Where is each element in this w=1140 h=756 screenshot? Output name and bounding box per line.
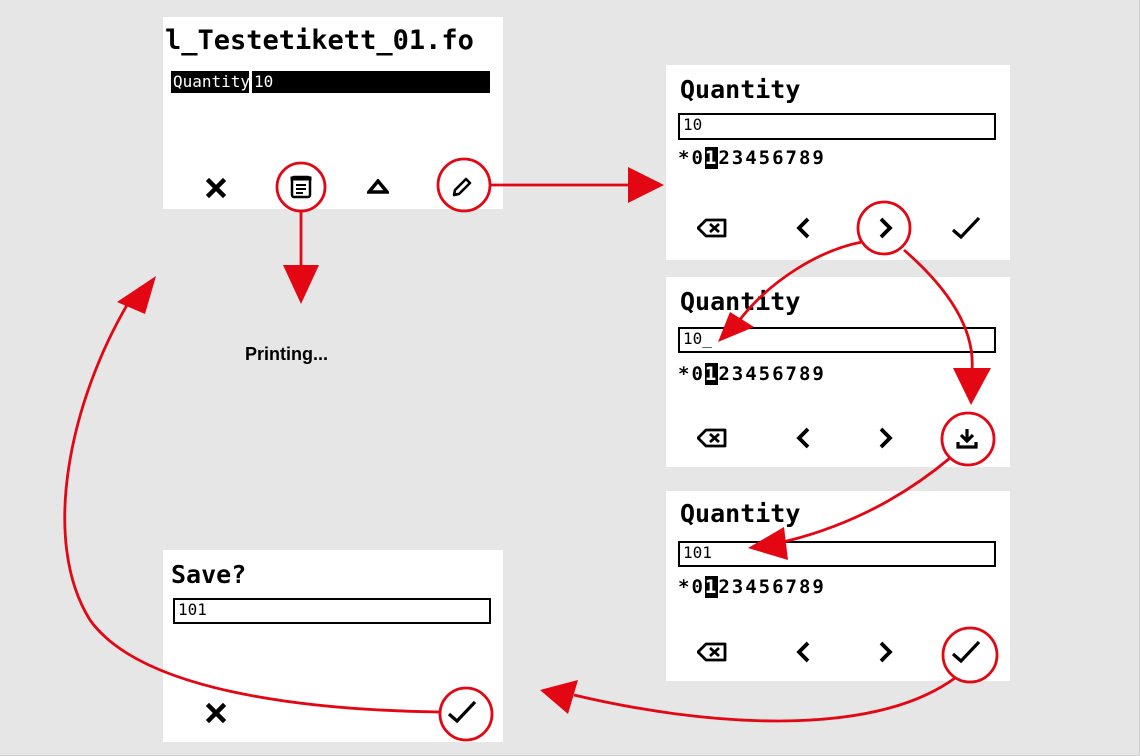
chevron-left-icon[interactable]	[788, 423, 818, 453]
quantity-field-value[interactable]: 10	[252, 71, 490, 93]
quantity-input[interactable]: 10	[678, 113, 996, 140]
arrowhead-printing	[283, 265, 319, 304]
backspace-icon[interactable]	[694, 637, 730, 667]
chevron-left-icon[interactable]	[788, 213, 818, 243]
arrow-confirm-to-save	[573, 676, 956, 723]
print-icon[interactable]	[286, 172, 316, 202]
charset-selected: 1	[704, 147, 719, 169]
charset-before: *0	[678, 576, 705, 598]
quantity-input[interactable]: 101	[678, 541, 996, 567]
insert-download-icon[interactable]	[952, 423, 982, 453]
character-selector[interactable]: *0123456789	[678, 363, 826, 385]
screen-main-label: l_Testetikett_01.fo Quantity 10	[163, 17, 503, 209]
pencil-edit-icon[interactable]	[447, 172, 477, 202]
printing-caption: Printing...	[245, 344, 328, 364]
charset-before: *0	[678, 363, 705, 385]
screen-title: Quantity	[680, 499, 801, 528]
charset-selected: 1	[704, 576, 719, 598]
checkmark-icon[interactable]	[949, 637, 983, 667]
screen-title: Quantity	[680, 75, 801, 104]
quantity-field-label: Quantity	[171, 71, 251, 93]
charset-after: 23456789	[718, 576, 826, 598]
save-value-field[interactable]: 101	[173, 598, 491, 624]
label-filename: l_Testetikett_01.fo	[165, 25, 474, 56]
screen-save-confirm: Save? 101	[163, 550, 503, 742]
chevron-left-icon[interactable]	[788, 637, 818, 667]
screen-quantity-cursor: Quantity 10_ *0123456789	[666, 277, 1010, 467]
character-selector[interactable]: *0123456789	[678, 147, 826, 169]
character-selector[interactable]: *0123456789	[678, 576, 826, 598]
close-icon[interactable]	[201, 698, 231, 728]
arrowhead-main	[117, 276, 156, 314]
charset-after: 23456789	[718, 363, 826, 385]
quantity-input[interactable]: 10_	[678, 327, 996, 353]
chevron-right-icon[interactable]	[871, 637, 901, 667]
screen-title: Save?	[171, 560, 247, 589]
arrowhead-quantity	[628, 167, 664, 203]
backspace-icon[interactable]	[694, 213, 730, 243]
chevron-right-icon[interactable]	[871, 213, 901, 243]
screen-title: Quantity	[680, 287, 801, 316]
charset-selected: 1	[704, 363, 719, 385]
screen-quantity-inserted: Quantity 101 *0123456789	[666, 491, 1010, 681]
chevron-right-icon[interactable]	[871, 423, 901, 453]
close-icon[interactable]	[201, 173, 231, 203]
screen-quantity-edit: Quantity 10 *0123456789	[666, 65, 1010, 260]
checkmark-icon[interactable]	[949, 213, 983, 243]
charset-after: 23456789	[718, 147, 826, 169]
checkmark-icon[interactable]	[445, 697, 479, 727]
up-triangle-icon[interactable]	[363, 174, 393, 200]
charset-before: *0	[678, 147, 705, 169]
backspace-icon[interactable]	[694, 423, 730, 453]
arrowhead-save	[540, 680, 578, 714]
